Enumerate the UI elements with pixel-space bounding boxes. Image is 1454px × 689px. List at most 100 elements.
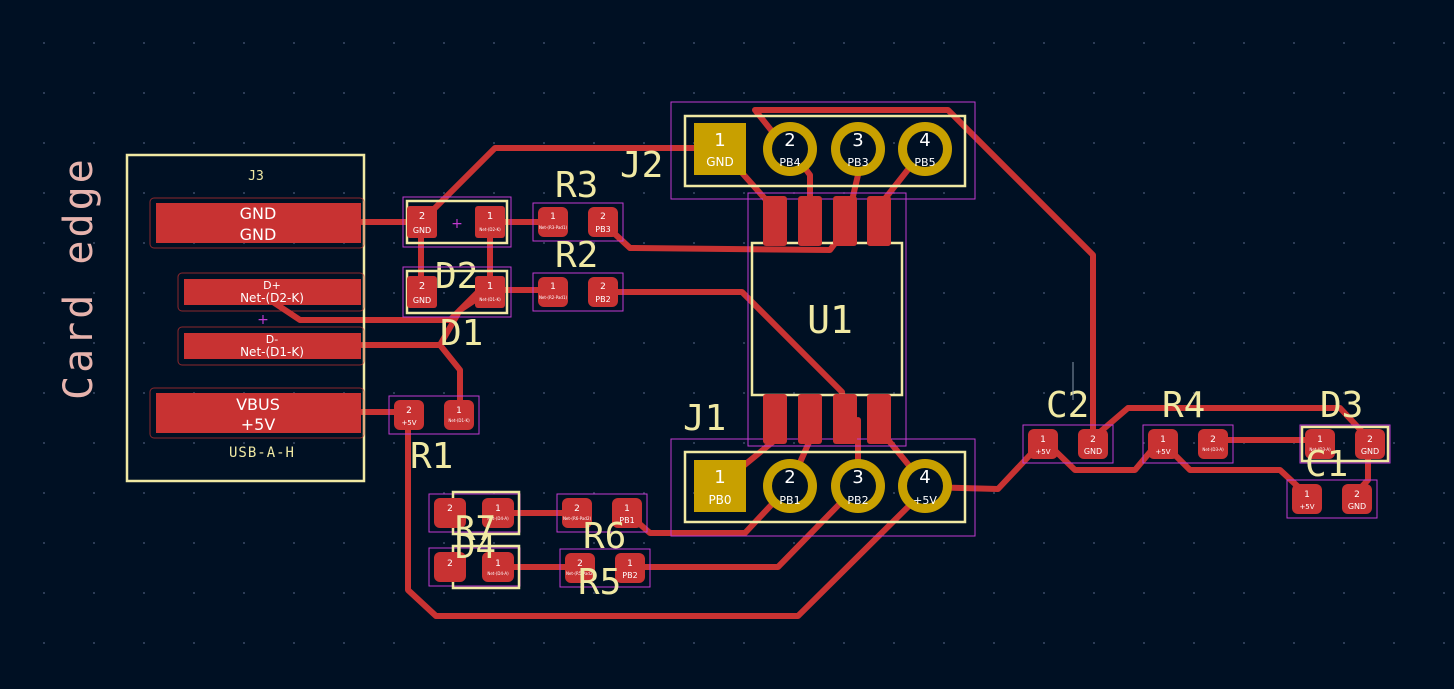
svg-text:GND: GND [413, 226, 431, 235]
u1-ref: U1 [807, 298, 853, 342]
j3-pad-gnd-name: GND [240, 204, 277, 223]
svg-text:2: 2 [1367, 435, 1373, 445]
r5-resistor: 2 Net-(R5-Pad2) 1 PB2 R5 [559, 548, 651, 603]
r7-resistor: 2 1 Net-(D4-A) R7 [428, 490, 521, 549]
svg-text:2: 2 [577, 559, 583, 569]
j3-pad-dminus [184, 333, 361, 359]
d1-diode: 2 GND 1 Net-(D1-K) D1 [402, 266, 512, 354]
trace-gnd-d3 [1090, 405, 1371, 498]
r1-ref: R1 [410, 436, 453, 477]
j2-pin1-num: 1 [714, 130, 725, 151]
r6-ref: R6 [583, 516, 626, 557]
svg-text:GND: GND [1348, 502, 1366, 511]
svg-text:1: 1 [456, 406, 462, 416]
svg-text:2: 2 [600, 212, 606, 222]
j1-pin3-net: PB2 [847, 494, 868, 507]
svg-text:Net-(D4-A): Net-(D4-A) [487, 516, 509, 521]
d2-ref: D2 [435, 256, 478, 297]
j3-pad-vbus-name: VBUS [236, 395, 280, 414]
j2-pin4-num: 4 [919, 130, 930, 151]
svg-text:+5V: +5V [401, 419, 416, 427]
j3-pad-gnd [156, 203, 361, 243]
c2-ref: C2 [1046, 385, 1089, 426]
svg-text:2: 2 [406, 406, 412, 416]
d2-diode: + 2 GND 1 Net-(D2-K) D2 [402, 196, 512, 297]
trace-dplus [267, 219, 493, 323]
j3-center-mark: + [257, 312, 269, 328]
j1-pin2-net: PB1 [779, 494, 800, 507]
c1-ref: C1 [1305, 444, 1348, 485]
r7-ref: R7 [455, 509, 496, 549]
j1-pin1-net: PB0 [708, 493, 731, 507]
j3-pad-vbus-net: +5V [241, 415, 276, 434]
svg-text:1: 1 [627, 559, 633, 569]
svg-text:1: 1 [1040, 435, 1046, 445]
svg-text:2: 2 [447, 559, 453, 569]
svg-text:1: 1 [495, 559, 501, 569]
svg-text:GND: GND [1361, 447, 1379, 456]
svg-text:1: 1 [495, 504, 501, 514]
j3-pad-dplus-name: D+ [263, 279, 281, 292]
svg-text:Net-(D1-K): Net-(D1-K) [448, 418, 470, 423]
svg-text:+: + [451, 216, 463, 232]
j3-ref: J3 [248, 169, 264, 184]
r4-ref: R4 [1162, 385, 1205, 426]
j2-pin1-net: GND [706, 155, 734, 169]
r5-ref: R5 [578, 562, 621, 603]
svg-text:2: 2 [1090, 435, 1096, 445]
svg-text:1: 1 [624, 504, 630, 514]
svg-text:Net-(R2-Pad1): Net-(R2-Pad1) [539, 295, 568, 300]
svg-text:Net-(R5-Pad2): Net-(R5-Pad2) [566, 571, 595, 576]
c1-capacitor: C1 1 +5V 2 GND [1286, 444, 1378, 519]
svg-text:1: 1 [1160, 435, 1166, 445]
trace-r5-j1 [627, 482, 861, 570]
svg-text:PB2: PB2 [595, 295, 610, 304]
r6-resistor: 2 Net-(R6-Pad2) 1 PB1 R6 [556, 493, 648, 557]
j1-pin-header: J1 1 PB0 2 PB1 3 PB2 4 +5V [670, 398, 976, 537]
svg-text:GND: GND [413, 296, 431, 305]
svg-text:Net-(R3-Pad1): Net-(R3-Pad1) [539, 225, 568, 230]
j3-pad-vbus [156, 393, 361, 433]
svg-text:1: 1 [487, 211, 493, 222]
svg-text:2: 2 [1354, 490, 1360, 500]
j3-pad-gnd-net: GND [240, 225, 277, 244]
r4-resistor: 1 +5V 2 Net-(D3-A) R4 [1142, 385, 1234, 464]
j3-pad-dplus [184, 279, 361, 305]
j2-pin4-net: PB5 [914, 156, 935, 169]
d1-ref: D1 [440, 313, 483, 354]
r2-resistor: 1 Net-(R2-Pad1) 2 PB2 R2 [532, 235, 624, 312]
svg-text:Net-(D4-A): Net-(D4-A) [487, 571, 509, 576]
j1-pin1-pad [694, 460, 746, 512]
j1-pin2-num: 2 [784, 467, 795, 488]
j3-footprint: USB-A-H [229, 445, 295, 461]
svg-text:2: 2 [574, 504, 580, 514]
svg-text:2: 2 [1210, 435, 1216, 445]
svg-text:2: 2 [419, 211, 425, 222]
trace-gnd-c2 [752, 107, 1096, 441]
j1-pin3-num: 3 [852, 467, 863, 488]
r1-resistor: 2 +5V 1 Net-(D1-K) R1 [388, 395, 480, 477]
svg-text:+5V: +5V [1155, 448, 1170, 456]
svg-text:1: 1 [487, 281, 493, 292]
svg-text:Net-(D3-A): Net-(D3-A) [1309, 447, 1331, 452]
svg-text:2: 2 [447, 504, 453, 514]
d3-led: 1 Net-(D3-A) 2 GND D3 [1299, 385, 1391, 464]
card-edge-label: Card edge [56, 156, 102, 400]
svg-text:Net-(R6-Pad2): Net-(R6-Pad2) [563, 516, 592, 521]
r2-ref: R2 [555, 235, 598, 276]
d4-ref: D4 [455, 527, 496, 567]
svg-text:1: 1 [1317, 435, 1323, 445]
svg-text:PB3: PB3 [595, 225, 610, 234]
j3-outline [125, 153, 366, 483]
j1-ref: J1 [683, 398, 726, 439]
svg-text:PB1: PB1 [619, 516, 634, 525]
c2-capacitor: 1 +5V 2 GND C2 [1022, 385, 1114, 464]
svg-text:+5V: +5V [1299, 503, 1314, 511]
j3-usb-connector: J3 USB-A-H GND GND D+ Net-(D2-K) + D- Ne… [125, 153, 366, 483]
d4-led: 2 1 Net-(D4-A) D4 [428, 527, 521, 590]
svg-text:Net-(D3-A): Net-(D3-A) [1202, 447, 1224, 452]
svg-text:1: 1 [550, 212, 556, 222]
j2-pin3-net: PB3 [847, 156, 868, 169]
svg-text:1: 1 [550, 282, 556, 292]
j3-pad-dplus-net: Net-(D2-K) [240, 291, 304, 305]
